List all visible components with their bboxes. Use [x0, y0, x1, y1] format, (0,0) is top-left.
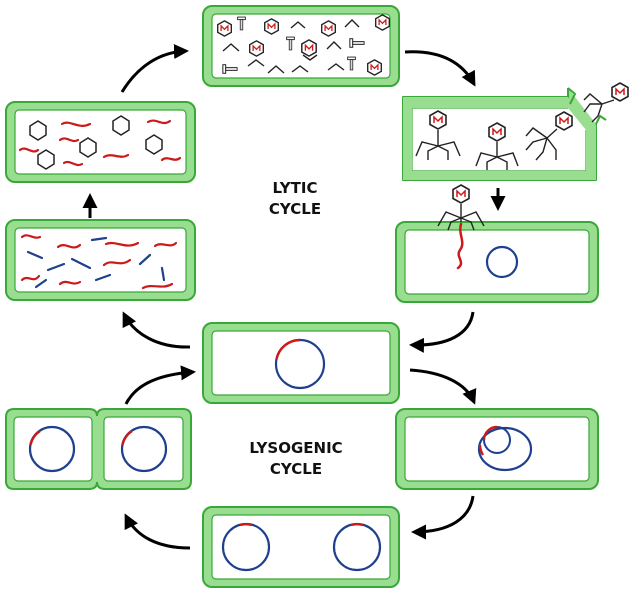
- arrow-assembly-to-lysis: [404, 50, 476, 87]
- stage-prophage-integration: [395, 408, 599, 490]
- stage-phage-assembly: [202, 5, 400, 87]
- stage-lysogen-replication: [202, 506, 400, 588]
- arrow-division-to-circularization: [124, 365, 196, 405]
- arrow-circularization-to-integration: [409, 368, 477, 405]
- lytic-label-line-1: LYTIC: [272, 179, 318, 197]
- arrow-integration-to-lysogen: [411, 495, 475, 540]
- bacterial-chromosome-icon: [274, 338, 326, 390]
- arrow-capsid-to-assembly: [120, 43, 189, 93]
- arrow-attachment-to-circularization: [409, 311, 475, 353]
- stage-phage-attachment-injection: [395, 184, 599, 303]
- lysogenic-cycle-label: LYSOGENIC CYCLE: [232, 438, 360, 480]
- phage-tail-fiber-icon: [437, 204, 485, 231]
- lytic-label-line-2: CYCLE: [268, 200, 322, 218]
- bacterial-chromosome-icon: [28, 425, 168, 473]
- stage-dna-circularization: [202, 322, 400, 404]
- lysogenic-label-line-2: CYCLE: [269, 460, 323, 478]
- bacterial-chromosome-icon: [485, 245, 519, 279]
- viral-dna-strand-icon: [20, 234, 178, 290]
- stage-cell-division: [5, 408, 192, 490]
- phage-tail-fiber-icon: [415, 93, 615, 170]
- phage-tail-fiber-icon: [222, 19, 360, 74]
- lysogenic-label-line-1: LYSOGENIC: [249, 439, 343, 457]
- stage-dna-replication-degradation: [5, 219, 196, 301]
- arrow-circularization-to-replication: [122, 311, 191, 349]
- bacterial-chromosome-icon: [221, 522, 382, 572]
- stage-capsid-synthesis: [5, 101, 196, 183]
- stage-cell-lysis-release: [402, 82, 629, 181]
- viral-dna-strand-icon: [456, 222, 464, 270]
- bacterial-chromosome-icon: [26, 236, 166, 289]
- bacterial-chromosome-icon: [477, 425, 533, 472]
- lytic-cycle-label: LYTIC CYCLE: [240, 178, 350, 220]
- viral-dna-strand-icon: [18, 119, 182, 167]
- capsid-hexagon-icon: [29, 115, 163, 170]
- arrow-lysogen-to-division: [124, 513, 191, 550]
- cycle-arrows: [82, 43, 506, 550]
- phage-head-icon: [452, 184, 470, 204]
